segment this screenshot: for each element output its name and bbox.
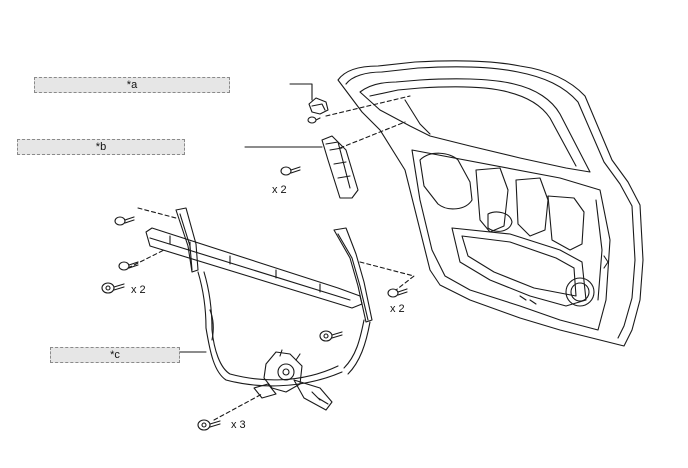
bolt-center [319,330,343,342]
bolt-hinge [280,166,301,176]
bolt-right [387,288,408,298]
bolt-lower-left [101,282,125,294]
quantity-right-bolts: x 2 [390,303,405,315]
quantity-upper-left-bolts: x 2 [131,284,146,296]
callout-c: *c [50,347,180,363]
quantity-regulator-bolts: x 3 [231,419,246,431]
glass-run-channel [321,135,359,199]
bolt-mid-left [118,261,139,271]
callout-b: *b [17,139,185,155]
rear-door-panel [337,60,644,347]
bolt-upper-left [114,216,135,226]
install-guides [127,95,415,421]
quantity-hinge-bolts: x 2 [272,184,287,196]
callout-a: *a [34,77,230,93]
leader-a [289,83,313,101]
bolt-bottom [197,419,221,431]
hinge-bracket-part [307,97,329,124]
window-regulator [145,207,373,411]
